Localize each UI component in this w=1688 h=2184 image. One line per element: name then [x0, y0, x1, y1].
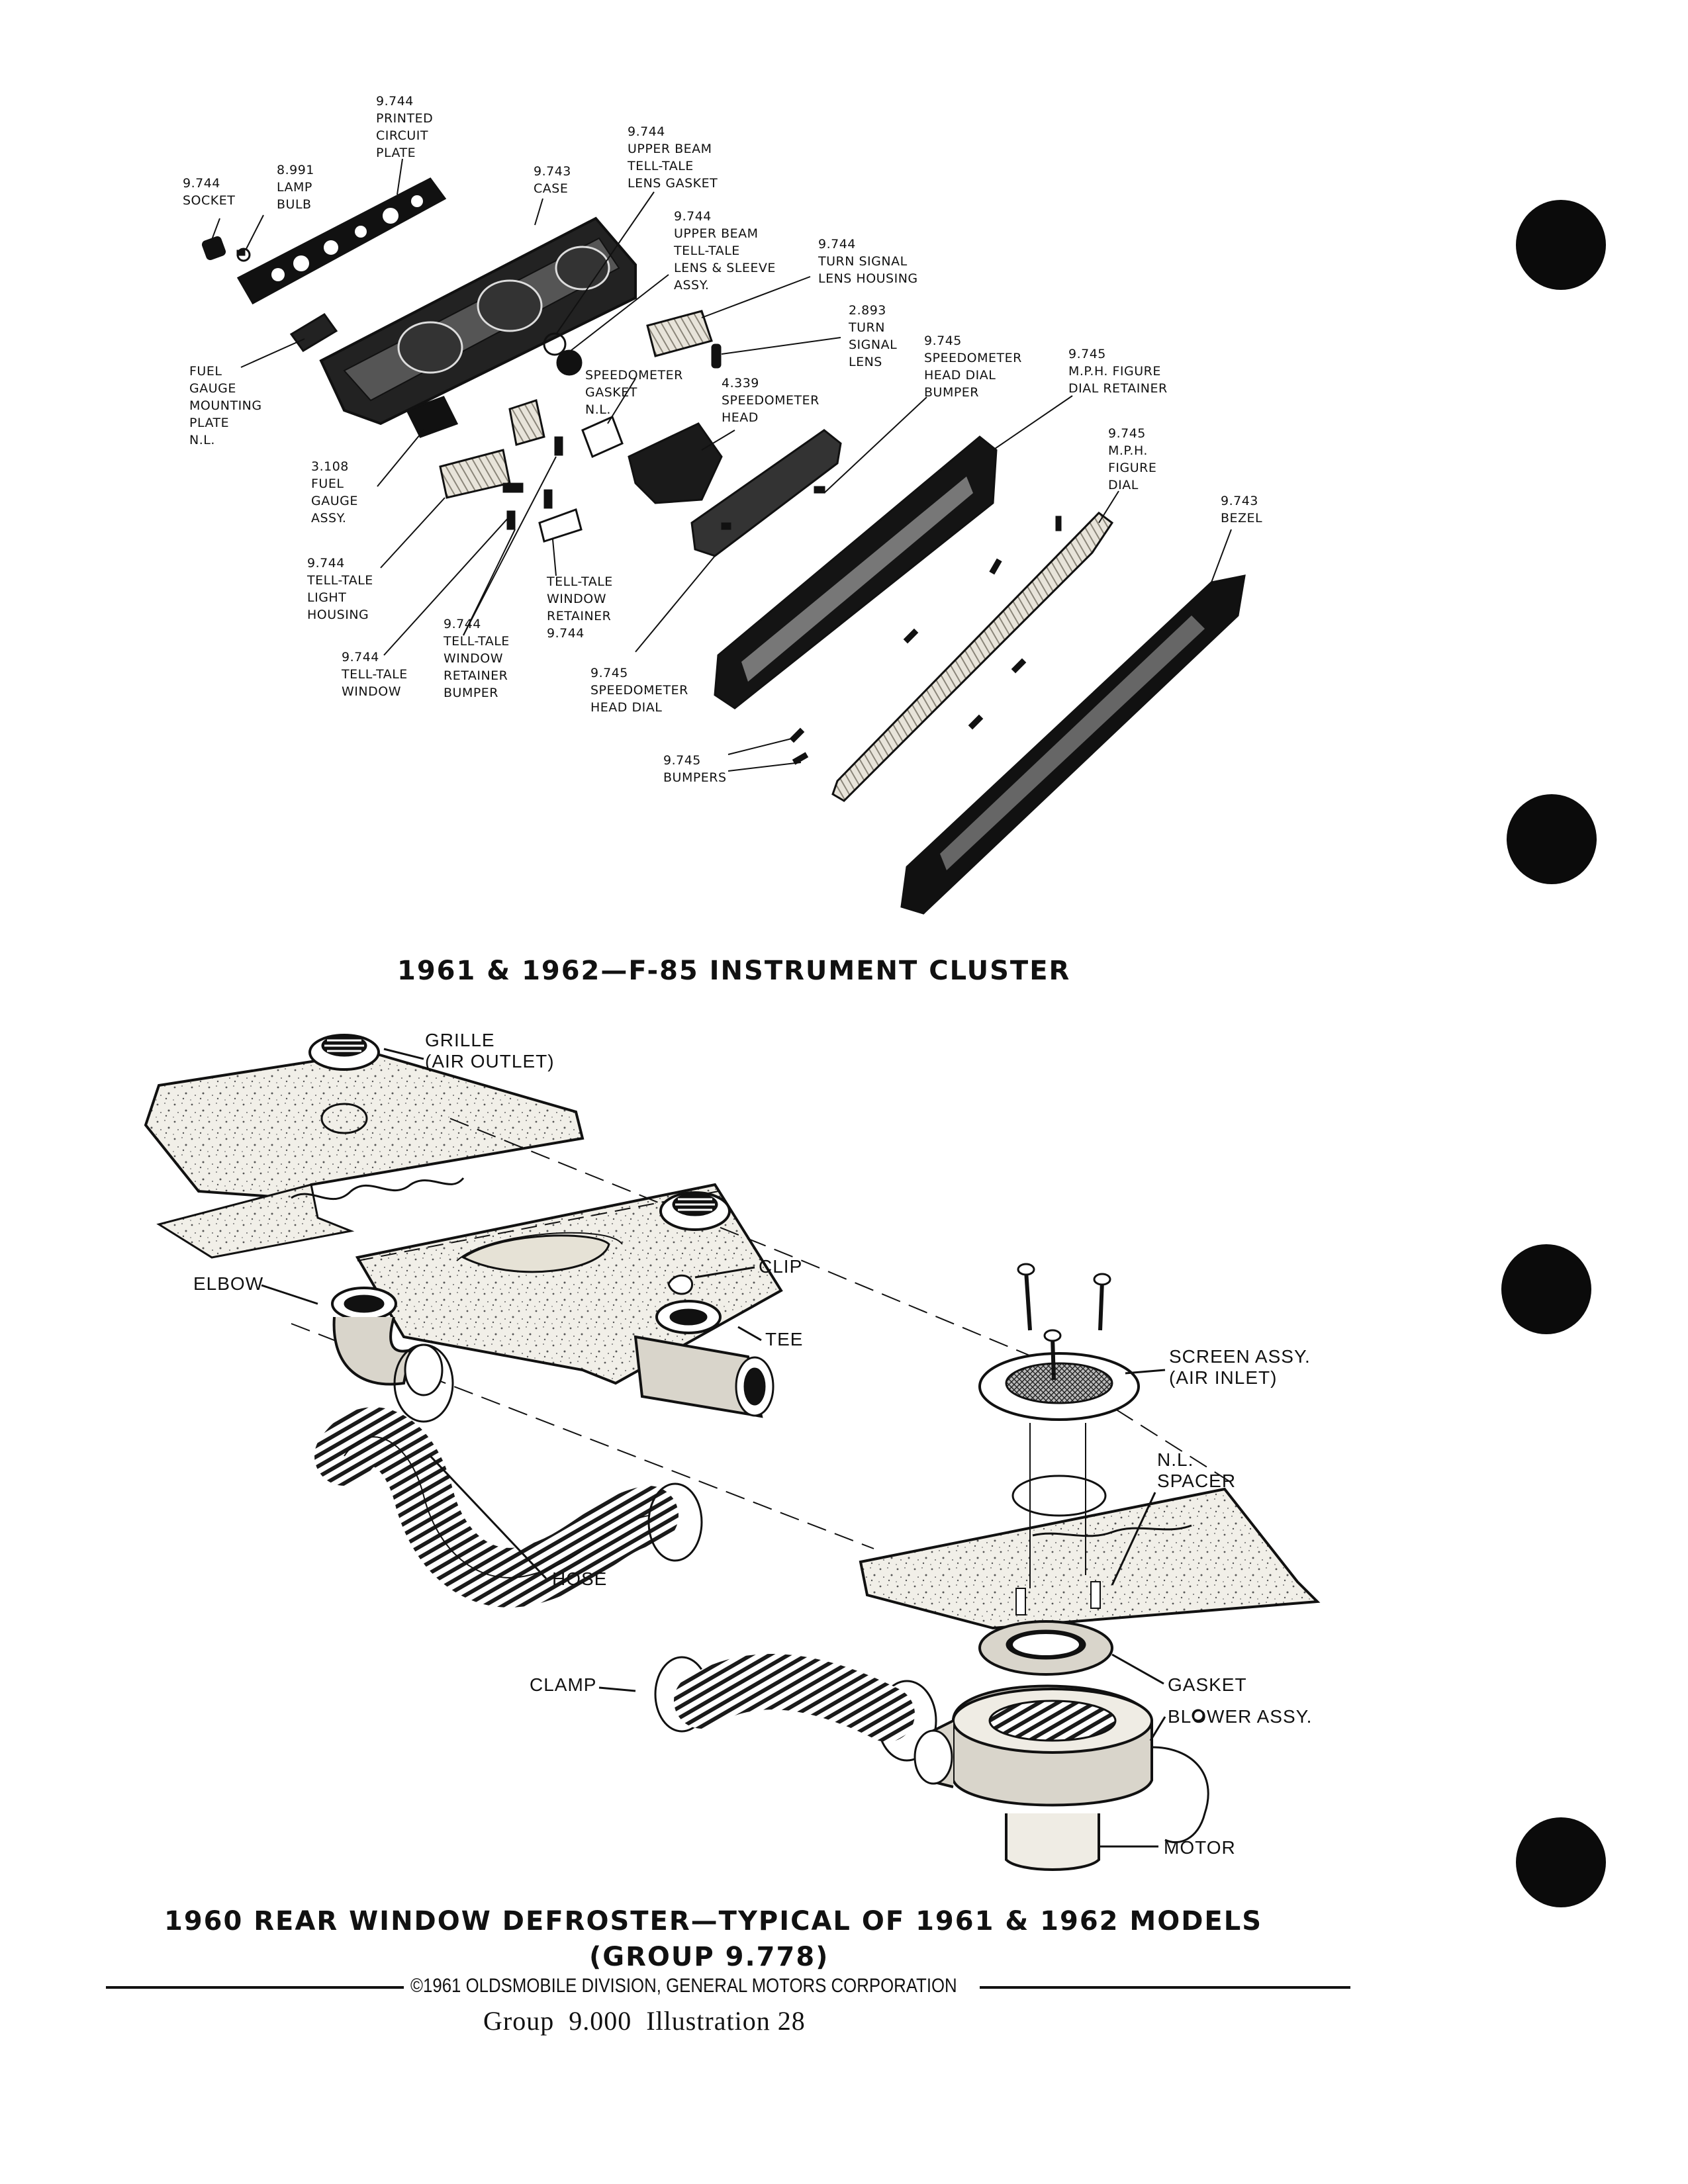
fuel-gauge-assy-part	[405, 396, 459, 438]
label-upper-beam-gasket: 9.744 UPPER BEAM TELL-TALE LENS GASKET	[628, 124, 718, 191]
defroster-leader-lines	[261, 1048, 1166, 1848]
shelf-panel-center	[355, 1183, 783, 1385]
tee-part	[633, 1300, 774, 1418]
label-blower-assy: BLOWER ASSY.	[1168, 1706, 1313, 1727]
label-turn-signal-lens: 2.893 TURN SIGNAL LENS	[849, 303, 898, 369]
grille-outlet-left	[308, 1034, 380, 1071]
defroster-caption-line1: 1960 REAR WINDOW DEFROSTER—TYPICAL OF 19…	[164, 1906, 1263, 1936]
label-grille: GRILLE (AIR OUTLET)	[425, 1030, 555, 1071]
punch-hole-1	[1516, 200, 1606, 290]
punch-hole-2	[1507, 794, 1597, 884]
label-window-retainer-bumper: 9.744 TELL-TALE WINDOW RETAINER BUMPER	[444, 617, 510, 700]
shelf-panel-left	[144, 1050, 585, 1259]
screen-assy-part	[978, 1263, 1140, 1588]
case-part	[319, 216, 637, 426]
lens-gasket-part	[543, 332, 567, 356]
label-printed-circuit-plate: 9.744 PRINTED CIRCUIT PLATE	[376, 94, 434, 160]
gasket-part	[978, 1620, 1113, 1676]
footer-copyright: ©1961 OLDSMOBILE DIVISION, GENERAL MOTOR…	[410, 1975, 957, 1997]
socket-part	[201, 236, 251, 262]
label-socket: 9.744 SOCKET	[183, 176, 236, 208]
fuel-gauge-plate-part	[289, 313, 338, 352]
label-speedometer-gasket: SPEEDOMETER GASKET N.L.	[585, 368, 683, 417]
label-light-housing: 9.744 TELL-TALE LIGHT HOUSING	[307, 556, 373, 622]
label-tee: TEE	[765, 1329, 804, 1349]
label-speedometer-head: 4.339 SPEEDOMETER HEAD	[722, 376, 820, 425]
label-clip: CLIP	[759, 1256, 803, 1277]
light-housing-part	[439, 449, 511, 499]
elbow-part	[331, 1287, 444, 1396]
label-motor: MOTOR	[1164, 1837, 1236, 1858]
blower-assy-part	[914, 1684, 1209, 1871]
speedometer-gasket-part	[581, 415, 624, 459]
window-bumper-part	[554, 436, 563, 456]
shelf-panel-right	[859, 1475, 1321, 1630]
label-head-dial-bumper: 9.745 SPEEDOMETER HEAD DIAL BUMPER	[924, 334, 1022, 400]
printed-circuit-plate-part	[236, 177, 447, 305]
grille-outlet-center	[659, 1191, 731, 1231]
hose-short-part	[674, 1654, 915, 1742]
cluster-leader-lines	[211, 158, 1232, 772]
label-turn-signal-housing: 9.744 TURN SIGNAL LENS HOUSING	[818, 237, 918, 286]
footer-reference: Group 9.000 Illustration 28	[483, 2006, 806, 2036]
label-head-dial: 9.745 SPEEDOMETER HEAD DIAL	[590, 666, 688, 715]
label-window-retainer: TELL-TALE WINDOW RETAINER 9.744	[547, 574, 613, 641]
label-fuel-gauge-assy: 3.108 FUEL GAUGE ASSY.	[311, 459, 358, 525]
label-lamp-bulb: 8.991 LAMP BULB	[277, 163, 314, 212]
label-elbow: ELBOW	[193, 1273, 264, 1294]
mph-figure-dial-part	[831, 512, 1114, 802]
hose-long-part	[314, 1407, 679, 1608]
label-fuel-gauge-plate: FUEL GAUGE MOUNTING PLATE N.L.	[189, 364, 262, 447]
speedometer-head-part	[628, 422, 723, 504]
light-housing-part-2	[508, 399, 545, 446]
punch-hole-3	[1501, 1244, 1591, 1334]
label-screen-assy: SCREEN ASSY. (AIR INLET)	[1169, 1346, 1311, 1388]
label-case: 9.743 CASE	[534, 164, 571, 196]
label-clamp: CLAMP	[530, 1674, 597, 1695]
label-hose: HOSE	[552, 1569, 608, 1589]
cluster-caption: 1961 & 1962—F-85 INSTRUMENT CLUSTER	[397, 956, 1071, 986]
spacer-part	[1015, 1588, 1026, 1615]
label-tell-tale-window: 9.744 TELL-TALE WINDOW	[342, 650, 408, 699]
window-retainer-part	[538, 508, 583, 543]
clip-part	[667, 1274, 693, 1295]
punch-hole-4	[1516, 1817, 1606, 1907]
lens-sleeve-part	[556, 349, 583, 376]
motor-part	[1005, 1813, 1100, 1871]
bezel-part	[900, 574, 1246, 915]
instrument-cluster-drawing	[201, 177, 1246, 915]
turn-signal-lens-part	[711, 343, 722, 369]
upper-beam-lens-housing-part	[646, 310, 713, 357]
label-mph-dial: 9.745 M.P.H. FIGURE DIAL	[1108, 426, 1157, 492]
defroster-caption-line2: (GROUP 9.778)	[589, 1942, 829, 1972]
mph-retainer-part	[714, 435, 998, 709]
label-mph-retainer: 9.745 M.P.H. FIGURE DIAL RETAINER	[1068, 347, 1168, 396]
label-bezel: 9.743 BEZEL	[1221, 494, 1263, 525]
tell-tale-window-part	[502, 482, 524, 493]
label-bumpers: 9.745 BUMPERS	[663, 753, 727, 785]
label-upper-beam-lens-sleeve: 9.744 UPPER BEAM TELL-TALE LENS & SLEEVE…	[674, 209, 776, 293]
defroster-drawing	[144, 1034, 1321, 1871]
label-spacer: N.L. SPACER	[1157, 1449, 1237, 1491]
label-gasket: GASKET	[1168, 1674, 1247, 1695]
